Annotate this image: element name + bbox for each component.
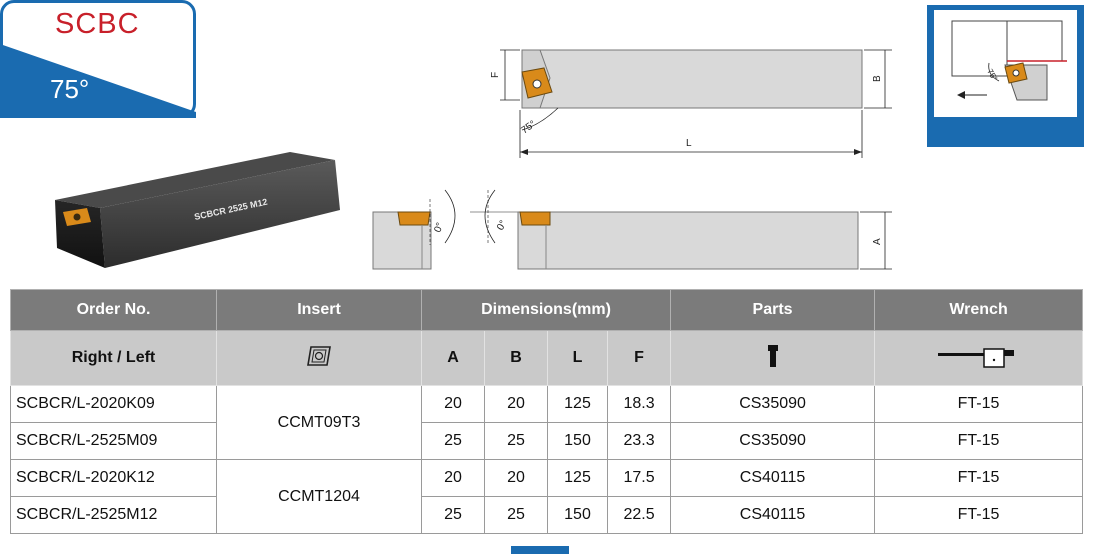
order-number: SCBCR/L-2020K12 [10,459,217,497]
clearance-right-label: 0° [495,219,509,233]
table-row: SCBCR/L-2525M12 25 25 150 22.5 CS40115 F… [10,496,1084,534]
dim-F: 17.5 [606,459,672,497]
dim-F-label: F [490,72,501,78]
clearance-left-label: 0° [432,221,446,234]
dim-B-label: B [872,75,883,82]
subheader-A: A [421,330,485,386]
dim-F: 23.3 [606,422,672,460]
spec-table: Order No. Insert Dimensions(mm) Parts Wr… [10,289,1084,534]
dim-A: 20 [421,459,485,497]
dim-A: 25 [421,496,485,534]
dim-A: 20 [421,385,485,423]
dim-B: 20 [484,385,548,423]
feed-arrow-icon [957,91,965,99]
dim-F: 18.3 [606,385,672,423]
order-number: SCBCR/L-2525M12 [10,496,217,534]
dim-L: 125 [547,385,608,423]
header-wrench: Wrench [874,289,1084,331]
toolholder-photo: SCBCR 2525 M12 [55,152,340,268]
torx-wrench-icon [937,347,1014,368]
badge-angle: 75° [50,74,90,104]
subheader-wrench [874,330,1084,386]
table-row: SCBCR/L-2525M09 25 25 150 23.3 CS35090 F… [10,422,1084,460]
header-dimensions: Dimensions(mm) [420,289,672,331]
dim-A-label: A [872,238,883,245]
dim-L: 150 [547,422,608,460]
screw-icon [767,344,778,367]
subheader-B: B [484,330,548,386]
dim-L-label: L [686,138,692,149]
badge-code: SCBC [55,8,140,40]
parts-code: CS40115 [670,459,876,497]
table-row: SCBCR/L-2020K09 CCMT09T3 20 20 125 18.3 … [10,385,1084,460]
dim-L: 125 [547,459,608,497]
application-schematic: 75° [927,5,1084,147]
table-row: SCBCR/L-2020K12 CCMT1204 20 20 125 17.5 … [10,459,1084,534]
page-tab-marker [511,546,569,554]
dim-B: 25 [484,496,548,534]
subheader-L: L [547,330,608,386]
wrench-code: FT-15 [874,496,1084,534]
side-view-drawing: 0° 0° A [372,189,892,270]
wrench-code: FT-15 [874,422,1084,460]
insert-code: CCMT09T3 [216,385,422,460]
subheader-insert [216,330,422,386]
product-badge: SCBC 75° [0,0,196,118]
dim-B: 20 [484,459,548,497]
dim-B: 25 [484,422,548,460]
subheader-order: Right / Left [10,330,217,386]
order-number: SCBCR/L-2020K09 [10,385,217,423]
insert-code: CCMT1204 [216,459,422,534]
rhombic-insert-icon [307,345,331,366]
parts-code: CS35090 [670,385,876,423]
wrench-code: FT-15 [874,459,1084,497]
dim-L: 150 [547,496,608,534]
subheader-parts [670,330,876,386]
badge-background [0,44,196,118]
wrench-code: FT-15 [874,385,1084,423]
parts-code: CS35090 [670,422,876,460]
header-insert: Insert [216,289,422,331]
header-order: Order No. [10,289,217,331]
order-number: SCBCR/L-2525M09 [10,422,217,460]
subheader-F: F [606,330,672,386]
dim-A: 25 [421,422,485,460]
parts-code: CS40115 [670,496,876,534]
header-parts: Parts [670,289,876,331]
angle-75-label: 75° [519,119,538,137]
dim-F: 22.5 [606,496,672,534]
top-view-drawing: F B L 75° [490,49,892,158]
